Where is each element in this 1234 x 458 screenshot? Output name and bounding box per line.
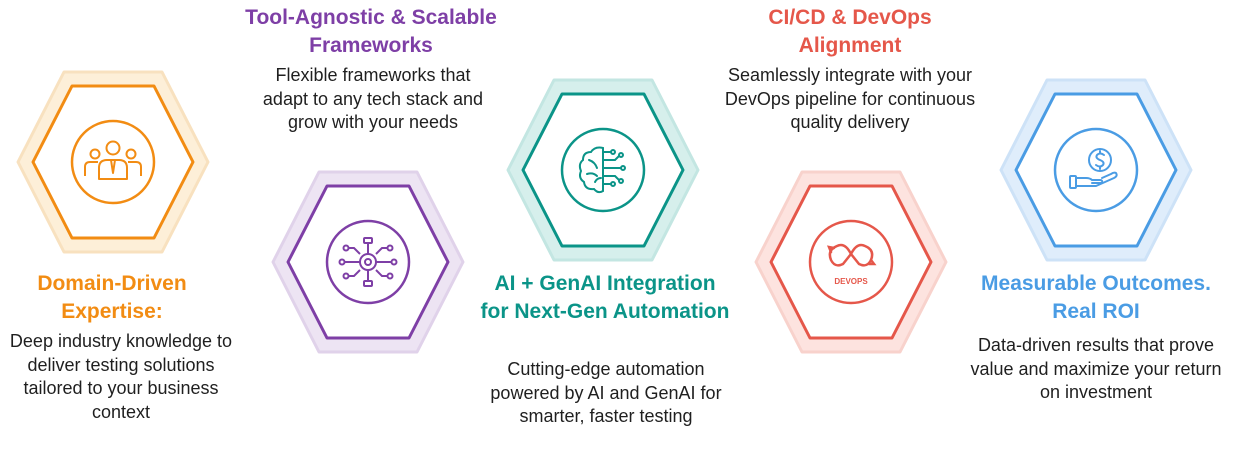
desc-measurable-outcomes: Data-driven results that prove value and… [970, 335, 1222, 402]
desc-cicd-devops: Seamlessly integrate with your DevOps pi… [724, 65, 976, 132]
title-ai-genai: AI + GenAI Integration for Next-Gen Auto… [480, 272, 730, 323]
title-cicd-devops: CI/CD & DevOps Alignment [768, 6, 932, 57]
devops-label: DEVOPS [834, 277, 868, 286]
title-measurable-outcomes: Measurable Outcomes. Real ROI [981, 272, 1211, 323]
desc-tool-agnostic: Flexible frameworks that adapt to any te… [262, 65, 484, 132]
desc-ai-genai: Cutting-edge automation powered by AI an… [490, 359, 722, 426]
hexagon-tool-agnostic [270, 168, 466, 356]
money-hand-icon [1069, 148, 1118, 189]
team-icon [84, 140, 142, 180]
circuit-gear-icon [338, 237, 398, 287]
devops-icon [826, 243, 877, 267]
desc-domain-expertise: Deep industry knowledge to deliver testi… [9, 331, 233, 422]
hexagon-ai-genai [505, 76, 701, 264]
hexagon-cicd-devops: DEVOPS [753, 168, 949, 356]
title-tool-agnostic: Tool-Agnostic & Scalable Frameworks [245, 6, 497, 57]
hexagon-measurable-outcomes [998, 76, 1194, 264]
ai-brain-icon [578, 146, 626, 194]
hexagon-domain-expertise [15, 68, 211, 256]
title-domain-expertise: Domain-Driven Expertise: [37, 272, 187, 323]
